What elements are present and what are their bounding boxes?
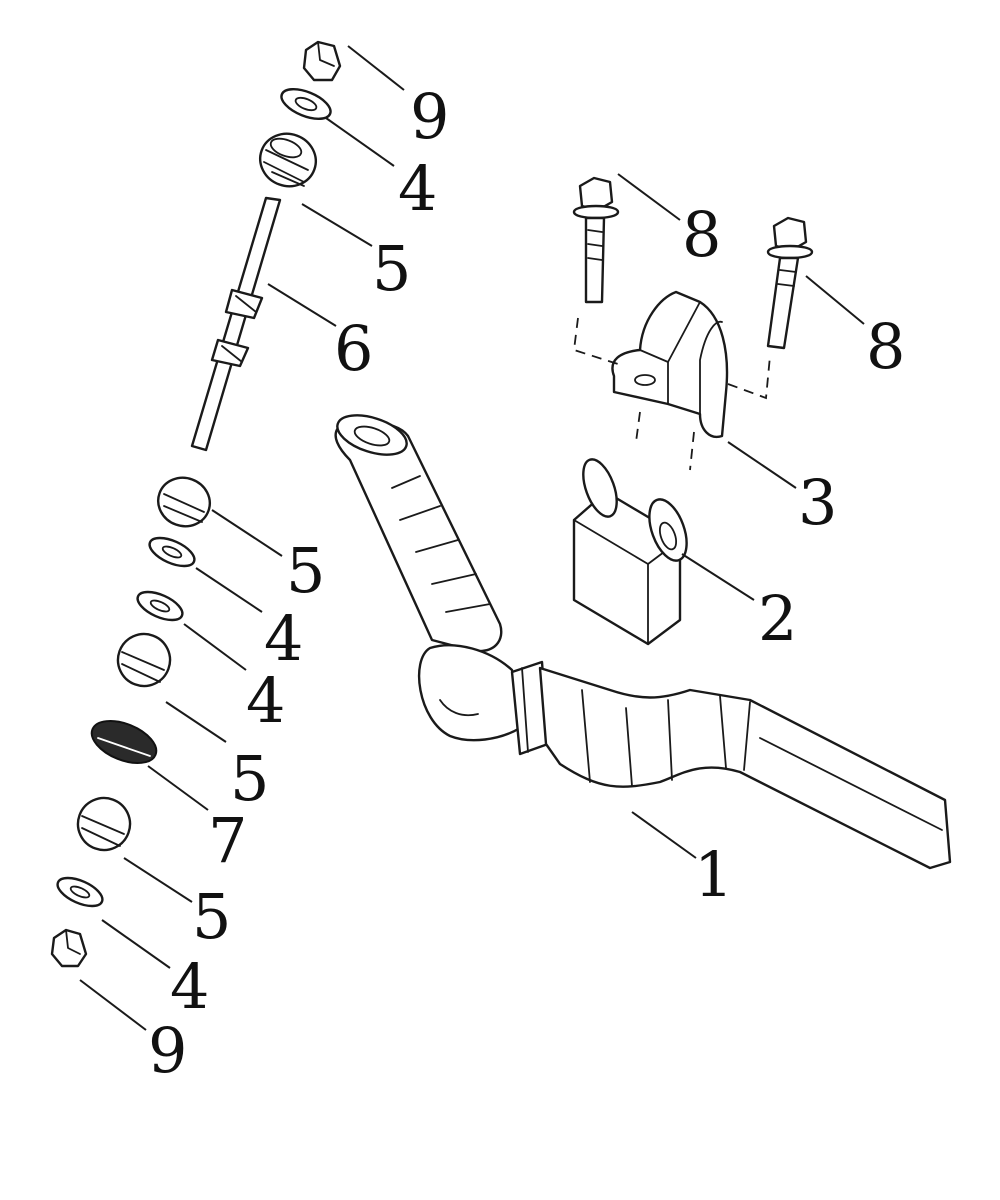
- callout-7: 7: [208, 804, 247, 877]
- washer-lower-1: [148, 536, 196, 568]
- washer-lower-2: [136, 590, 184, 622]
- bolt-right: [766, 216, 814, 350]
- nut-lower: [50, 928, 88, 968]
- callout-4-second: 4: [264, 602, 303, 675]
- callout-5-bottom: 5: [192, 880, 231, 953]
- washer-lower-3: [56, 876, 104, 908]
- rubber-bushing-lower-3: [76, 796, 132, 852]
- stabilizer-bar: [334, 414, 952, 870]
- assembly-lines: [573, 317, 771, 471]
- rubber-bushing-upper: [259, 132, 317, 188]
- spacer-dark: [90, 720, 158, 764]
- callout-8-right: 8: [866, 310, 905, 383]
- callout-6: 6: [334, 312, 373, 385]
- callout-9-top: 9: [410, 80, 449, 153]
- callout-labels: 9 4 5 6 8 8 3 5 2 4 4 5 7 1 5 4 9: [148, 80, 905, 1087]
- callout-4-third: 4: [246, 664, 285, 737]
- bushing: [572, 458, 688, 646]
- bolt-left: [572, 176, 620, 304]
- callout-1: 1: [694, 838, 733, 911]
- rubber-bushing-lower-1: [157, 476, 211, 528]
- callout-5-third: 5: [230, 742, 269, 815]
- callout-3: 3: [798, 466, 837, 539]
- callout-4-top: 4: [398, 152, 437, 225]
- callout-9-bottom: 9: [148, 1014, 187, 1087]
- callout-4-bottom: 4: [170, 950, 209, 1023]
- callout-5-second: 5: [286, 534, 325, 607]
- leader-lines: [79, 45, 865, 1031]
- washer-upper: [280, 88, 332, 120]
- link-rod: [190, 196, 282, 452]
- callout-5-top: 5: [372, 232, 411, 305]
- callout-2: 2: [758, 582, 797, 655]
- rubber-bushing-lower-2: [116, 632, 172, 688]
- bracket: [611, 290, 729, 439]
- nut-upper: [302, 40, 342, 82]
- callout-8-left: 8: [682, 198, 721, 271]
